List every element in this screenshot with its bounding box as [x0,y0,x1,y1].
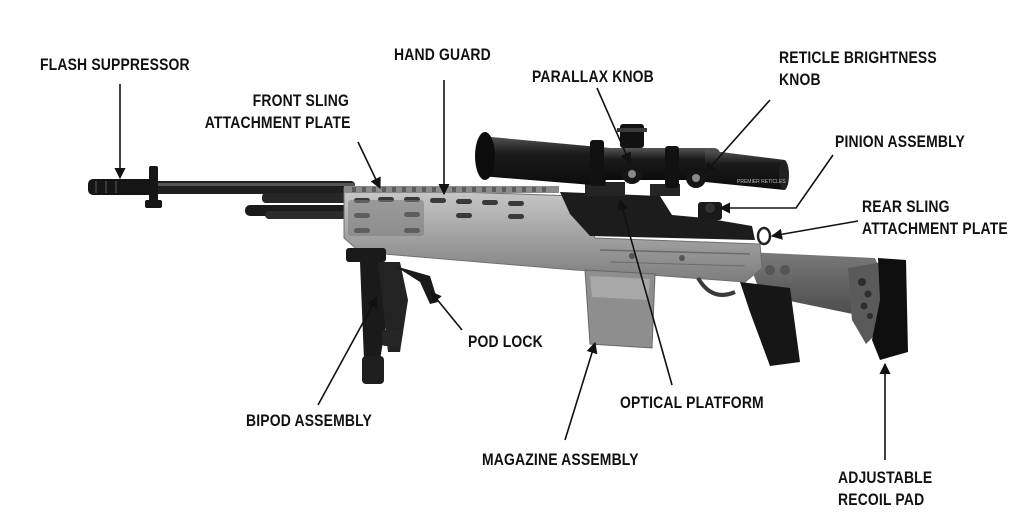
trigger-guard [696,276,736,297]
leader-pod-lock [430,291,463,331]
magazine [584,269,656,349]
leader-front-sling [357,141,381,190]
label-front-sling-attachment-plate: FRONT SLING ATTACHMENT PLATE [203,90,351,134]
gas-cylinder [245,193,355,219]
leader-bipod-assembly [317,296,378,406]
rifle: PREMIER RETICLES [88,124,908,384]
label-reticle-brightness-knob: RETICLE BRIGHTNESS KNOB [779,47,937,91]
barrel [150,181,355,194]
label-pinion-assembly: PINION ASSEMBLY [835,132,966,151]
label-reticle-line2: KNOB [779,70,821,89]
label-optical-platform: OPTICAL PLATFORM [620,393,764,412]
optical-platform [560,182,755,240]
chassis [343,186,790,283]
label-bipod-assembly: BIPOD ASSEMBLY [246,411,372,430]
flash-suppressor [88,179,154,195]
leader-lines [114,80,891,460]
pistol-grip [740,282,800,366]
label-recoil-line2: RECOIL PAD [838,490,925,509]
leader-magazine-assembly [564,341,598,441]
rear-sling-loop [756,226,772,246]
label-hand-guard: HAND GUARD [394,45,491,64]
bipod [346,248,438,384]
label-recoil-line1: ADJUSTABLE [838,468,933,487]
leader-parallax-knob [596,87,632,165]
label-rear-sling-attachment-plate: REAR SLING ATTACHMENT PLATE [862,196,1008,240]
buttstock [745,252,885,344]
label-reticle-line1: RETICLE BRIGHTNESS [779,48,937,67]
leader-reticle-knob [704,99,771,174]
label-magazine-assembly: MAGAZINE ASSEMBLY [482,450,639,469]
recoil-pad [872,258,908,360]
label-rear-sling-line2: ATTACHMENT PLATE [862,219,1008,238]
label-parallax-knob: PARALLAX KNOB [532,67,654,86]
front-sight [145,166,162,208]
leader-rear-sling [770,220,859,240]
label-rear-sling-line1: REAR SLING [862,197,950,216]
label-pod-lock: POD LOCK [468,332,543,351]
label-front-sling-line1: FRONT SLING [252,91,349,110]
scope: PREMIER RETICLES [475,124,789,190]
label-flash-suppressor: FLASH SUPPRESSOR [40,55,190,74]
leader-pinion-assembly [718,154,834,214]
rear-sight [698,202,722,220]
scope-brand-text: PREMIER RETICLES [737,179,786,185]
label-front-sling-line2: ATTACHMENT PLATE [204,113,351,132]
leader-optical-platform [617,198,673,386]
label-adjustable-recoil-pad: ADJUSTABLE RECOIL PAD [838,467,932,511]
